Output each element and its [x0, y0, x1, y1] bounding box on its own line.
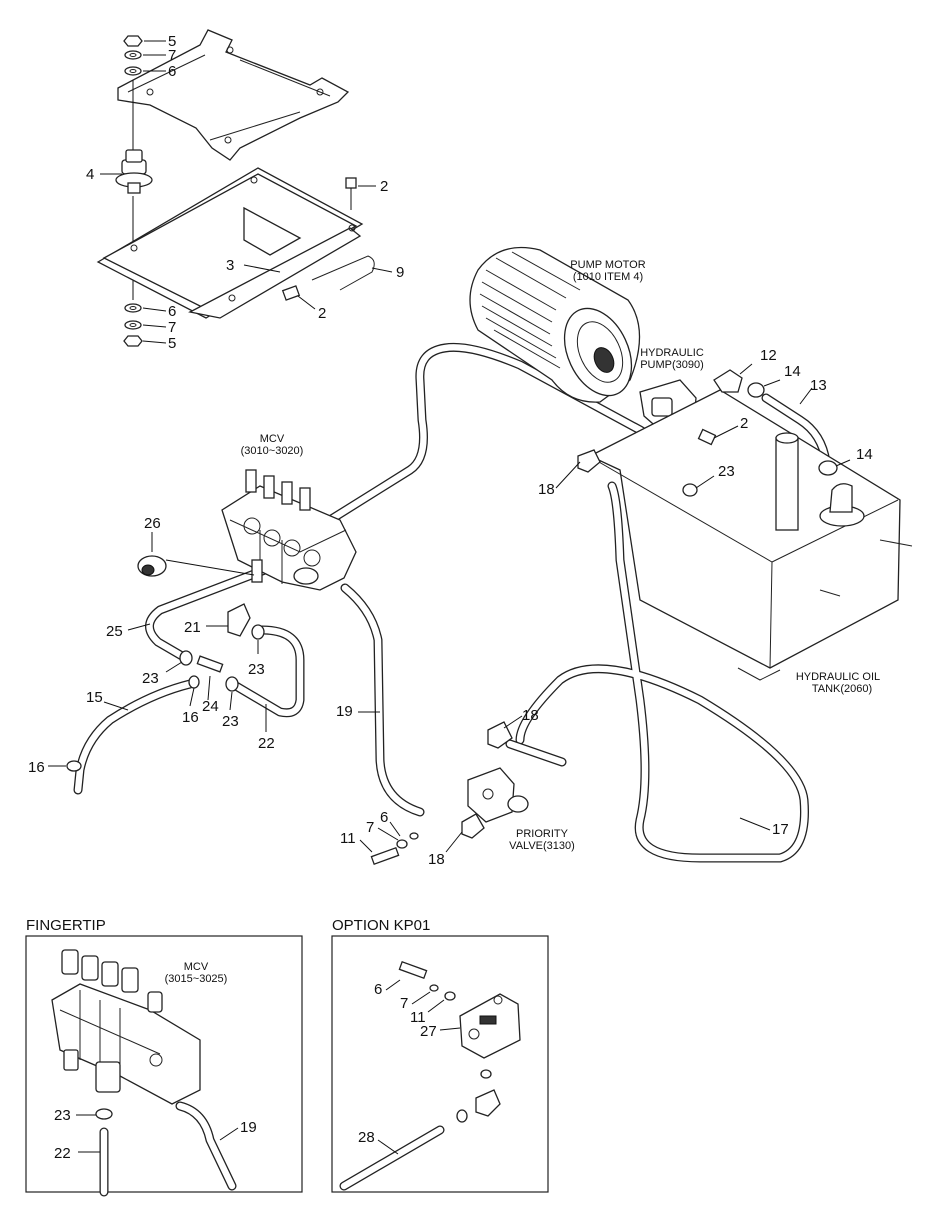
hydraulic-oil-tank	[588, 389, 913, 681]
callout-3: 3	[226, 257, 234, 274]
callout-16: 16	[182, 709, 199, 726]
washer-icon	[124, 320, 142, 330]
callout-17: 17	[772, 821, 789, 838]
pump-motor-label: PUMP MOTOR	[570, 259, 645, 271]
inset-fingertip-title: FINGERTIP	[26, 917, 106, 934]
callout-2: 2	[380, 178, 388, 195]
callout-27: 27	[420, 1023, 437, 1040]
clamp-icon	[137, 555, 255, 577]
callout-7: 7	[366, 819, 374, 836]
callout-7: 7	[168, 319, 176, 336]
callout-2: 2	[318, 305, 326, 322]
pump-motor-label: (1010 ITEM 4)	[573, 271, 643, 283]
washer-icon	[124, 50, 142, 60]
callout-7: 7	[168, 47, 176, 64]
mcv-fingertip-label: MCV	[184, 961, 209, 973]
callout-23: 23	[222, 713, 239, 730]
callout-6: 6	[380, 809, 388, 826]
callout-19: 19	[336, 703, 353, 720]
nut-icon	[123, 35, 143, 47]
callout-22: 22	[258, 735, 275, 752]
callout-11: 11	[340, 830, 356, 847]
component-labels: PUMP MOTOR (1010 ITEM 4) HYDRAULIC PUMP(…	[241, 259, 881, 852]
mcv-valve	[221, 469, 357, 591]
callout-7: 7	[400, 995, 408, 1012]
nut-icon	[123, 335, 143, 347]
callout-6: 6	[168, 303, 176, 320]
leader-lines	[48, 363, 851, 853]
inset-option-title: OPTION KP01	[332, 917, 430, 934]
callout-13: 13	[810, 377, 827, 394]
callout-23: 23	[718, 463, 735, 480]
callout-26: 26	[144, 515, 161, 532]
mount-bracket-assembly	[96, 29, 393, 347]
callout-23: 23	[142, 670, 159, 687]
callout-18: 18	[538, 481, 555, 498]
hose-routing	[73, 342, 831, 863]
pump-motor	[469, 246, 697, 431]
callout-18: 18	[522, 707, 539, 724]
callout-23: 23	[54, 1107, 71, 1124]
callout-15: 15	[86, 689, 103, 706]
bolt-icon	[345, 177, 357, 210]
callout-14: 14	[784, 363, 801, 380]
callout-22: 22	[54, 1145, 71, 1162]
priority-valve-label: VALVE(3130)	[509, 840, 575, 852]
callout-12: 12	[760, 347, 777, 364]
callout-11: 11	[410, 1009, 426, 1026]
callout-28: 28	[358, 1129, 375, 1146]
callout-23: 23	[248, 661, 265, 678]
callout-5: 5	[168, 33, 176, 50]
inset-option-kp01: OPTION KP01 6 7 11 27 28	[331, 917, 549, 1193]
fittings	[66, 369, 838, 866]
inset-fingertip: FINGERTIP MCV (3015~3025) 23 22 19	[25, 917, 303, 1197]
bolt-icon	[281, 285, 301, 301]
hydraulic-pump-label: PUMP(3090)	[640, 359, 704, 371]
callout-4: 4	[86, 166, 94, 183]
callout-19: 19	[240, 1119, 257, 1136]
callout-6: 6	[374, 981, 382, 998]
callout-24: 24	[202, 698, 219, 715]
washer-icon	[124, 303, 142, 313]
callout-2: 2	[740, 415, 748, 432]
callout-5: 5	[168, 335, 176, 352]
callout-25: 25	[106, 623, 123, 640]
hydraulic-tank-label: TANK(2060)	[812, 683, 872, 695]
callout-16: 16	[28, 759, 45, 776]
mcv-label: (3010~3020)	[241, 445, 304, 457]
callout-14: 14	[856, 446, 873, 463]
mcv-label: MCV	[260, 433, 285, 445]
callout-9: 9	[396, 264, 404, 281]
callouts-main: 5 7 6 4 2 3 9 2 6 7 5 12 14 13 2 14 18 2…	[28, 33, 873, 868]
callout-18: 18	[428, 851, 445, 868]
hydraulic-pump-label: HYDRAULIC	[640, 347, 704, 359]
washer-icon	[124, 66, 142, 76]
mcv-fingertip-label: (3015~3025)	[165, 973, 228, 985]
priority-valve-label: PRIORITY	[516, 828, 569, 840]
callout-21: 21	[184, 619, 201, 636]
callout-6: 6	[168, 63, 176, 80]
hydraulic-tank-label: HYDRAULIC OIL	[796, 671, 880, 683]
